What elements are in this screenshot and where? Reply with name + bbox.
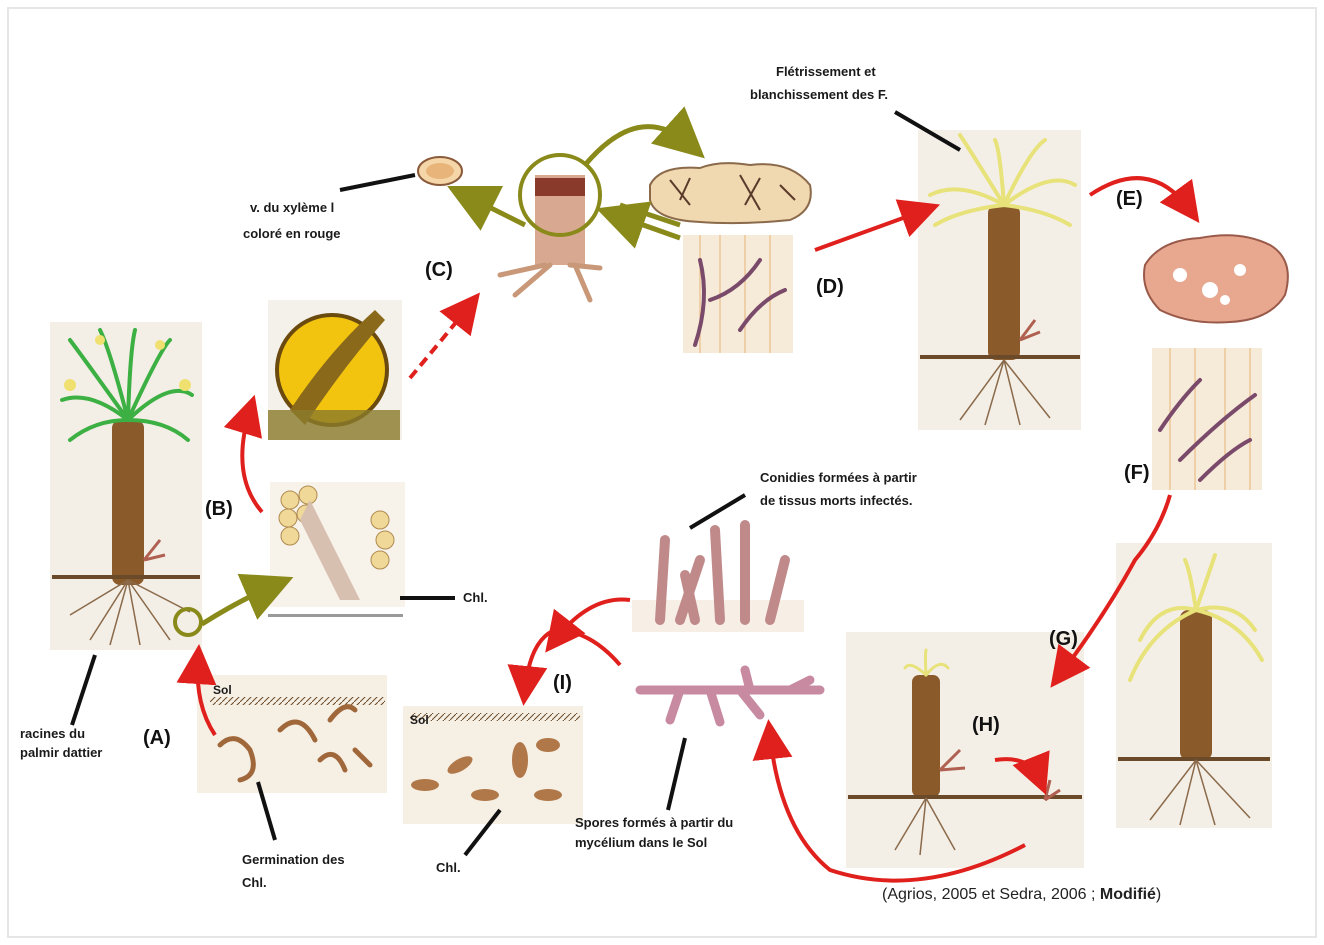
conidia-illustration [632, 495, 804, 632]
infected-tissue-cross-section-illustration [1144, 235, 1288, 322]
step-e-label: (E) [1116, 188, 1143, 211]
mycelium-spores-illustration [640, 670, 820, 810]
label-racines-line2: palmir dattier [20, 745, 102, 761]
arrow-i [525, 630, 620, 690]
label-spores-line1: Spores formés à partir du [575, 815, 733, 831]
label-chl-top: Chl. [463, 590, 488, 606]
arrow-b [242, 410, 262, 512]
step-f-label: (F) [1124, 462, 1150, 485]
palm-tree-healthy-illustration [50, 322, 202, 650]
arrow-d [815, 210, 925, 250]
label-sol-a: Sol [213, 682, 232, 698]
label-xyleme-line1: v. du xylème l [250, 200, 334, 216]
palm-tree-offshoot-illustration [846, 632, 1084, 868]
source-credit: (Agrios, 2005 et Sedra, 2006 ; Modifié) [882, 886, 1161, 904]
vessel-cross-section-illustration [650, 163, 811, 223]
step-h-label: (H) [972, 714, 1000, 737]
infected-root-sphere-illustration [268, 300, 402, 440]
credit-text: (Agrios, 2005 et Sedra, 2006 ; [882, 886, 1100, 903]
xylem-vessel-illustration [340, 157, 462, 190]
credit-close: ) [1156, 886, 1161, 903]
label-sol-i: Sol [410, 712, 429, 728]
arrow-conidia [555, 600, 630, 641]
label-fletrissement-line1: Flétrissement et [776, 64, 876, 80]
step-a-label: (A) [143, 727, 171, 750]
label-spores-line2: mycélium dans le Sol [575, 835, 707, 851]
step-c-label: (C) [425, 259, 453, 282]
label-conidies-line2: de tissus morts infectés. [760, 493, 912, 509]
soil-chlamydospores-germination-illustration [197, 675, 387, 840]
root-tissue-penetration-illustration [268, 482, 405, 617]
label-germination-line1: Germination des [242, 852, 345, 868]
label-conidies-line1: Conidies formées à partir [760, 470, 917, 486]
racines-pointer [72, 655, 95, 725]
label-fletrissement-line2: blanchissement des F. [750, 87, 888, 103]
label-racines-line1: racines du [20, 726, 85, 742]
mycelium-in-vessel-illustration [683, 235, 793, 353]
root-base-zoom-illustration [500, 155, 600, 300]
mycelium-vessel-wilted-illustration [1152, 348, 1262, 490]
palm-tree-wilting-illustration [895, 112, 1081, 430]
arrow-c [410, 305, 470, 378]
step-g-label: (G) [1049, 628, 1078, 651]
step-i-label: (I) [553, 672, 572, 695]
credit-modified: Modifié [1100, 886, 1156, 903]
palm-tree-dead-illustration [1116, 543, 1272, 828]
step-b-label: (B) [205, 498, 233, 521]
label-chl-bottom: Chl. [436, 860, 461, 876]
soil-chlamydospores-illustration [403, 706, 583, 855]
label-xyleme-line2: coloré en rouge [243, 226, 341, 242]
label-germination-line2: Chl. [242, 875, 267, 891]
step-d-label: (D) [816, 276, 844, 299]
